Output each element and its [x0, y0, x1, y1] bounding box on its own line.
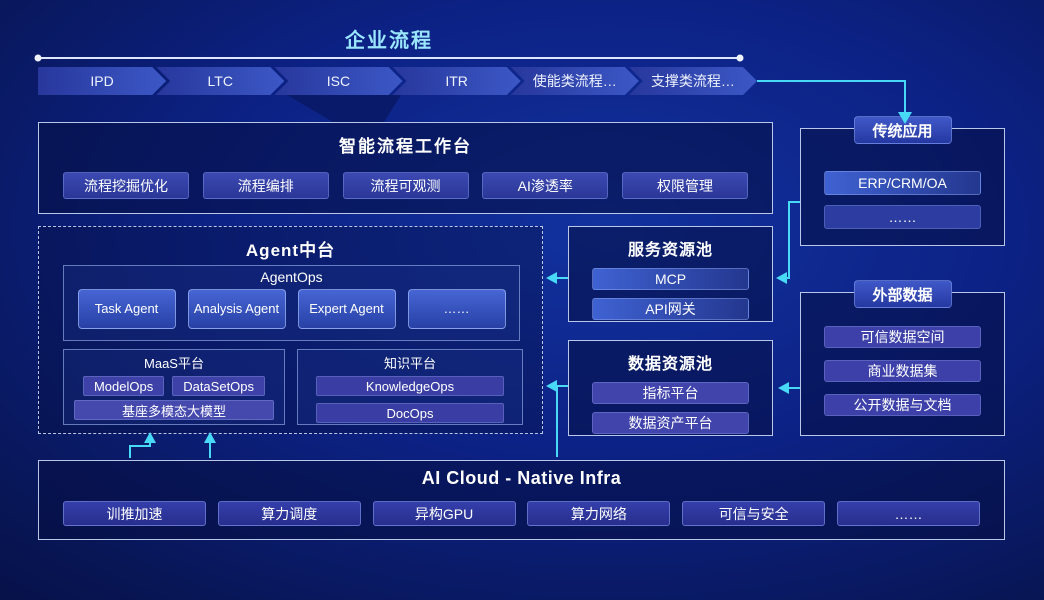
agent-chip-expert: Expert Agent [297, 289, 396, 329]
process-step-isc: ISC [274, 67, 402, 95]
maas-title: MaaS平台 [144, 356, 204, 371]
knowledge-chip-docops: DocOps [316, 403, 504, 423]
workbench-title: 智能流程工作台 [339, 137, 472, 156]
infra-chip-more: …… [836, 501, 980, 526]
arrowhead-left-icon [546, 380, 557, 392]
arrow-legacy-to-service-pool [787, 201, 800, 279]
workbench-chip-observability: 流程可观测 [342, 172, 469, 199]
process-step-ltc: LTC [156, 67, 284, 95]
external-chip-public-data: 公开数据与文档 [824, 394, 981, 416]
data-pool-panel: 数据资源池 指标平台 数据资产平台 [568, 340, 773, 436]
workbench-chip-ai-penetration: AI渗透率 [482, 172, 609, 199]
funnel-shape [287, 95, 401, 122]
page-title: 企业流程 [345, 30, 433, 52]
knowledge-items: KnowledgeOps DocOps [298, 376, 522, 423]
service-pool-panel: 服务资源池 MCP API网关 [568, 226, 773, 322]
external-chip-commercial-datasets: 商业数据集 [824, 360, 981, 382]
agent-chip-task: Task Agent [77, 289, 176, 329]
underline-dot-left [34, 54, 42, 62]
underline-dot-right [736, 54, 744, 62]
maas-chip-base-model: 基座多模态大模型 [74, 400, 274, 420]
workbench-chip-orchestration: 流程编排 [202, 172, 329, 199]
infra-chip-trusted-security: 可信与安全 [682, 501, 826, 526]
legacy-apps-title: 传统应用 [853, 116, 952, 144]
maas-chip-datasetops: DataSetOps [172, 376, 266, 396]
infra-chip-compute-scheduling: 算力调度 [217, 501, 361, 526]
knowledge-chip-knowledgeops: KnowledgeOps [316, 376, 504, 396]
workbench-chip-permissions: 权限管理 [622, 172, 748, 199]
infra-items: 训推加速 算力调度 异构GPU 算力网络 可信与安全 …… [39, 501, 1004, 526]
infra-chip-training-accel: 训推加速 [63, 501, 206, 526]
process-step-itr: ITR [393, 67, 521, 95]
agent-platform-panel: Agent中台 AgentOps Task Agent Analysis Age… [38, 226, 543, 434]
external-chip-trusted-space: 可信数据空间 [824, 326, 981, 348]
workbench-chip-process-mining: 流程挖掘优化 [63, 172, 189, 199]
infra-chip-compute-network: 算力网络 [527, 501, 671, 526]
service-chip-mcp: MCP [592, 268, 749, 290]
agentops-title: AgentOps [260, 269, 323, 285]
knowledge-panel: 知识平台 KnowledgeOps DocOps [297, 349, 523, 425]
data-chip-assets: 数据资产平台 [592, 412, 749, 434]
data-pool-title: 数据资源池 [627, 356, 713, 373]
process-step-ipd: IPD [38, 67, 166, 95]
arrowhead-left-icon [776, 272, 787, 284]
service-pool-title: 服务资源池 [627, 242, 713, 259]
data-chip-metrics: 指标平台 [592, 382, 749, 404]
legacy-chip-more: …… [824, 205, 981, 229]
service-pool-items: MCP API网关 [569, 268, 772, 320]
maas-items: ModelOps DataSetOps [64, 376, 284, 396]
process-chain: IPD LTC ISC ITR 使能类流程… 支撑类流程… [38, 67, 757, 95]
external-data-items: 可信数据空间 商业数据集 公开数据与文档 [801, 326, 1004, 416]
maas-chip-modelops: ModelOps [82, 376, 165, 396]
agent-chip-more: …… [407, 289, 506, 329]
service-chip-api-gateway: API网关 [592, 298, 749, 320]
legacy-apps-items: ERP/CRM/OA …… [801, 171, 1004, 229]
external-data-title: 外部数据 [853, 280, 952, 308]
external-data-panel: 外部数据 可信数据空间 商业数据集 公开数据与文档 [800, 280, 1005, 436]
agent-chip-analysis: Analysis Agent [187, 289, 286, 329]
workbench-panel: 智能流程工作台 流程挖掘优化 流程编排 流程可观测 AI渗透率 权限管理 [38, 122, 773, 214]
agentops-panel: AgentOps Task Agent Analysis Agent Exper… [63, 265, 520, 341]
knowledge-title: 知识平台 [383, 356, 436, 371]
agent-platform-title: Agent中台 [245, 241, 336, 260]
infra-title: AI Cloud - Native Infra [421, 468, 622, 488]
process-step-enabling: 使能类流程… [511, 67, 639, 95]
arrow-process-to-legacy [757, 80, 906, 112]
process-step-supporting: 支撑类流程… [629, 67, 757, 95]
legacy-apps-panel: 传统应用 ERP/CRM/OA …… [800, 116, 1005, 246]
legacy-chip-erp-crm-oa: ERP/CRM/OA [824, 171, 981, 195]
maas-panel: MaaS平台 ModelOps DataSetOps 基座多模态大模型 [63, 349, 285, 425]
data-pool-items: 指标平台 数据资产平台 [569, 382, 772, 434]
arrow-infra-to-agent-1 [129, 443, 151, 458]
workbench-items: 流程挖掘优化 流程编排 流程可观测 AI渗透率 权限管理 [39, 172, 772, 199]
agentops-items: Task Agent Analysis Agent Expert Agent …… [64, 289, 519, 329]
arrowhead-left-icon [546, 272, 557, 284]
arrowhead-left-icon [778, 382, 789, 394]
infra-panel: AI Cloud - Native Infra 训推加速 算力调度 异构GPU … [38, 460, 1005, 540]
infra-chip-heterogeneous-gpu: 异构GPU [372, 501, 516, 526]
